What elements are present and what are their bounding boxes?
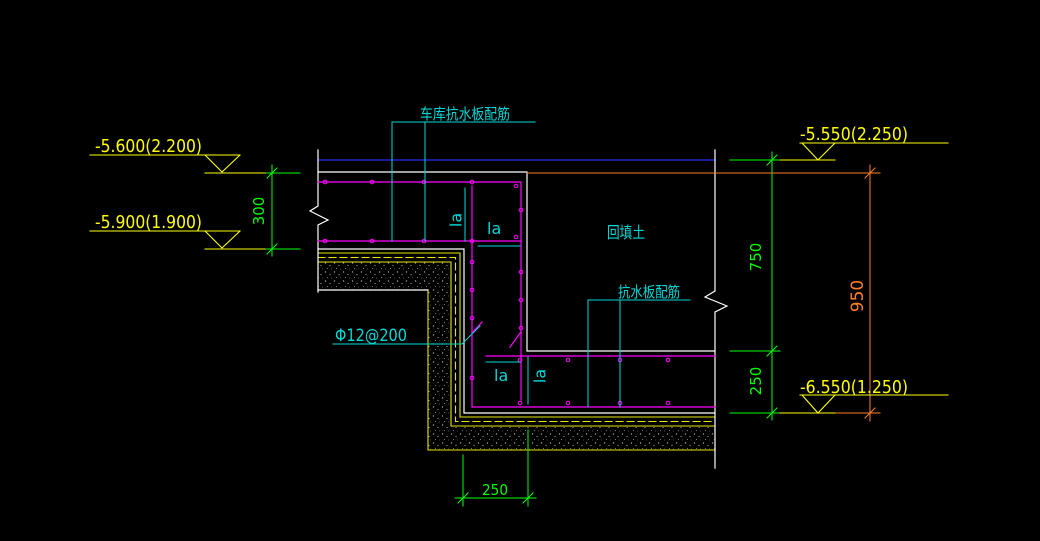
rebar-section-dot bbox=[513, 234, 519, 240]
elevation-right-top-text: -5.550(2.250) bbox=[800, 124, 908, 145]
total-dimension bbox=[526, 164, 881, 422]
waterproof-layer-line bbox=[317, 252, 716, 418]
right-break-line bbox=[703, 149, 729, 469]
dim-bottom-ticks bbox=[457, 492, 534, 504]
rebar-section-dot bbox=[665, 357, 671, 363]
rebar-section-dot bbox=[421, 238, 427, 244]
waterproof-layer-dashed bbox=[317, 256, 716, 423]
rebar-section-dot bbox=[469, 375, 475, 381]
rebar-section-dot bbox=[665, 400, 671, 406]
rebar-section-dot bbox=[369, 179, 375, 185]
elevation-left-top-text: -5.600(2.200) bbox=[95, 136, 202, 157]
anchorage-label-bottom-vertical: la bbox=[531, 369, 550, 383]
dimension-lines bbox=[264, 151, 781, 507]
text-labels: 车库抗水板配筋 回填土 抗水板配筋 Φ12@200 la la la la -5… bbox=[95, 105, 908, 499]
dim-950-text: 950 bbox=[848, 280, 868, 312]
rebar-corner-hook-inner bbox=[509, 331, 522, 348]
rebar-section-dot bbox=[517, 400, 523, 406]
title-label: 车库抗水板配筋 bbox=[420, 105, 510, 123]
rebar-section-dot bbox=[469, 287, 475, 293]
anchorage-label-bottom-horizontal: la bbox=[494, 366, 508, 385]
rebar-section-dot bbox=[518, 269, 524, 275]
slab-rebar-label: 抗水板配筋 bbox=[618, 283, 680, 301]
rebar-section-dot bbox=[469, 315, 475, 321]
rebar-top-slab-top-bar bbox=[317, 181, 522, 401]
rebar-section-dot bbox=[469, 259, 475, 265]
rebar-section-dot bbox=[518, 297, 524, 303]
concrete-top-outline bbox=[317, 171, 716, 352]
anchorage-label-top-vertical: la bbox=[447, 213, 466, 227]
cushion-concrete-fill bbox=[318, 262, 715, 450]
rebar-section-dot bbox=[421, 179, 427, 185]
rebar-section-dot bbox=[565, 357, 571, 363]
dim-right-ticks bbox=[766, 154, 778, 419]
concrete-bottom-outline bbox=[317, 248, 716, 414]
rebar-section-dot bbox=[513, 183, 519, 189]
elevation-left-bottom-text: -5.900(1.900) bbox=[95, 212, 202, 233]
rebar-section-dot bbox=[469, 238, 475, 244]
elevation-markers bbox=[89, 142, 949, 414]
rebar-section-dot bbox=[518, 325, 524, 331]
backfill-label: 回填土 bbox=[607, 223, 645, 242]
cushion-outer-line bbox=[427, 289, 716, 451]
rebar-section-dot bbox=[322, 179, 328, 185]
dim-250-vertical-text: 250 bbox=[747, 367, 765, 396]
elevation-left-bottom-triangle bbox=[204, 230, 241, 249]
rebar-spec-leader bbox=[332, 325, 481, 345]
rebar-corner-hook-outer bbox=[471, 321, 483, 334]
dim-750-text: 750 bbox=[747, 243, 765, 272]
rebar-group bbox=[317, 179, 716, 408]
rebar-section-dot bbox=[369, 238, 375, 244]
rebar-wall-outer-bar bbox=[471, 185, 716, 408]
elevation-right-bottom-text: -6.550(1.250) bbox=[800, 377, 908, 398]
rebar-section-dot bbox=[469, 179, 475, 185]
rebar-section-dot bbox=[518, 207, 524, 213]
elevation-left-top-triangle bbox=[204, 154, 241, 173]
structure-outline bbox=[308, 149, 729, 469]
dim-300-ticks bbox=[266, 167, 278, 255]
leader-lines bbox=[332, 121, 691, 408]
left-break-line bbox=[308, 149, 330, 293]
anchorage-label-top-horizontal: la bbox=[487, 219, 501, 238]
rebar-spec-label: Φ12@200 bbox=[335, 326, 407, 346]
total-dim-ticks bbox=[864, 167, 876, 419]
dim-300-text: 300 bbox=[250, 197, 268, 226]
rebar-section-dot bbox=[565, 400, 571, 406]
dim-250-horizontal-text: 250 bbox=[482, 481, 508, 499]
rebar-section-dot bbox=[322, 238, 328, 244]
